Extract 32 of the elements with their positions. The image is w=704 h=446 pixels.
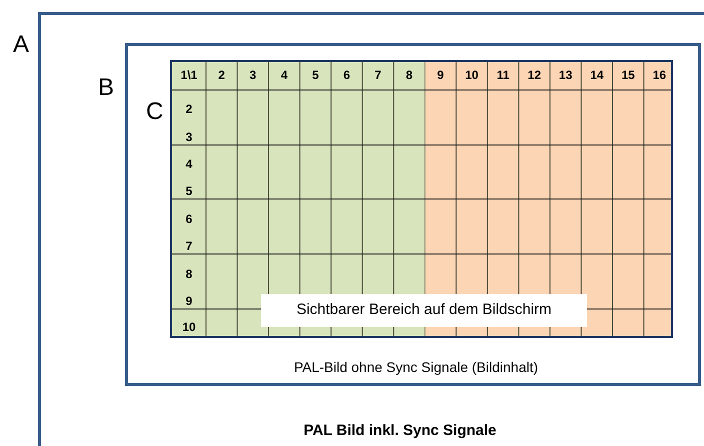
frame-caption: PAL Bild inkl. Sync Signale bbox=[302, 422, 498, 439]
row-number: 5 bbox=[184, 184, 194, 198]
column-header: 10 bbox=[464, 68, 480, 82]
row-number: 7 bbox=[184, 239, 194, 253]
frame-letter: B bbox=[98, 74, 114, 102]
column-header: 13 bbox=[558, 68, 574, 82]
row-number: 3 bbox=[184, 130, 194, 144]
column-header: 9 bbox=[436, 68, 445, 82]
column-header: 1\1 bbox=[180, 68, 198, 82]
column-header: 2 bbox=[217, 68, 226, 82]
column-header: 15 bbox=[620, 68, 636, 82]
frame-caption: PAL-Bild ohne Sync Signale (Bildinhalt) bbox=[292, 359, 540, 375]
grid-letter: C bbox=[146, 98, 164, 126]
column-header: 11 bbox=[496, 68, 510, 82]
row-number: 6 bbox=[184, 212, 194, 226]
text-box bbox=[261, 294, 587, 327]
row-number: 2 bbox=[184, 102, 194, 116]
column-header: 14 bbox=[589, 68, 605, 82]
overlay-text: Sichtbarer Bereich auf dem Bildschirm bbox=[295, 301, 553, 318]
row-number: 10 bbox=[181, 320, 197, 334]
row-number: 9 bbox=[184, 294, 194, 308]
column-header: 6 bbox=[342, 68, 352, 82]
column-header: 7 bbox=[374, 68, 382, 82]
row-number: 8 bbox=[184, 267, 194, 281]
frame-letter: A bbox=[13, 31, 30, 59]
column-header: 16 bbox=[652, 68, 668, 82]
column-header: 12 bbox=[526, 68, 542, 82]
column-header: 4 bbox=[280, 68, 288, 82]
column-header: 3 bbox=[248, 68, 258, 82]
column-header: 5 bbox=[311, 68, 320, 82]
column-header: 8 bbox=[404, 68, 414, 82]
row-number: 4 bbox=[184, 157, 194, 171]
